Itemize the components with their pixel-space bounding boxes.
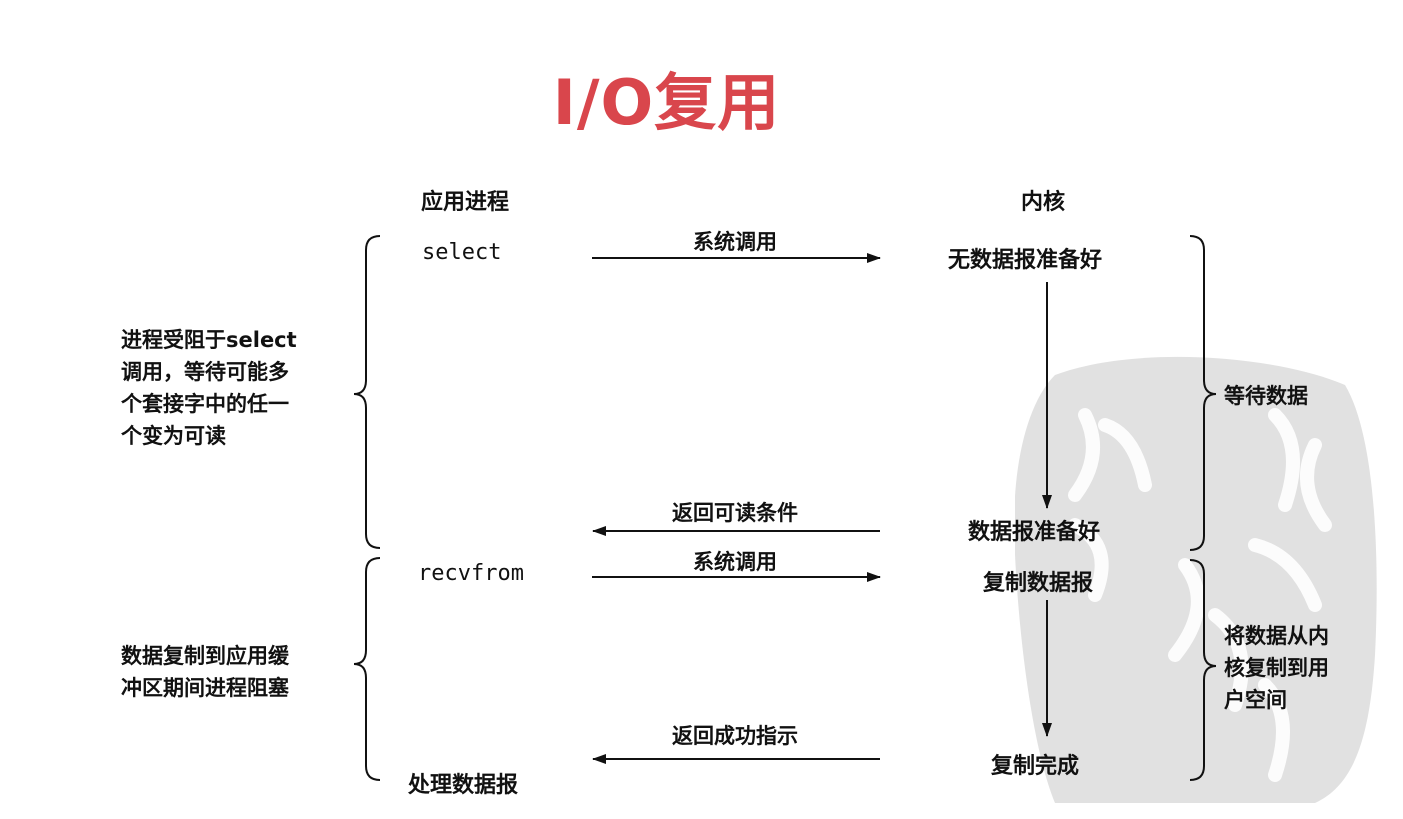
arrow-label-return-success: 返回成功指示 [672,724,798,748]
copy-complete: 复制完成 [991,754,1080,779]
note-line: 进程受阻于select [121,328,297,352]
note-copy-to-user: 将数据从内 核复制到用 户空间 [1224,620,1329,716]
page-title: I/O复用 [552,66,781,139]
select-call: select [422,240,502,265]
app-process-header: 应用进程 [421,190,510,215]
recvfrom-call: recvfrom [418,561,524,586]
note-line: 个变为可读 [121,424,226,448]
note-line: 数据复制到应用缓 [121,644,289,668]
note-line: 调用，等待可能多 [121,360,289,384]
kernel-header: 内核 [1021,190,1066,215]
brace-left-copy [353,557,381,781]
arrow-label-return-readable: 返回可读条件 [672,501,798,525]
process-datagram: 处理数据报 [408,773,519,798]
arrow-label-syscall-1: 系统调用 [693,230,777,254]
seal-watermark [1014,355,1380,803]
note-line: 核复制到用 [1224,656,1329,680]
note-line: 户空间 [1224,688,1287,712]
no-datagram-ready: 无数据报准备好 [948,248,1103,273]
brace-left-select [353,235,381,549]
note-line: 将数据从内 [1224,624,1329,648]
copy-datagram: 复制数据报 [983,571,1094,596]
arrow-label-syscall-2: 系统调用 [693,550,777,574]
brace-right-copy [1189,559,1217,781]
brace-right-wait [1189,235,1217,551]
note-line: 个套接字中的任一 [121,392,289,416]
note-line: 冲区期间进程阻塞 [121,676,289,700]
note-wait-data: 等待数据 [1224,380,1308,412]
note-line: 等待数据 [1224,384,1308,408]
note-blocked-on-copy: 数据复制到应用缓 冲区期间进程阻塞 [121,640,289,704]
datagram-ready: 数据报准备好 [968,520,1101,545]
note-blocked-on-select: 进程受阻于select 调用，等待可能多 个套接字中的任一 个变为可读 [121,324,297,452]
